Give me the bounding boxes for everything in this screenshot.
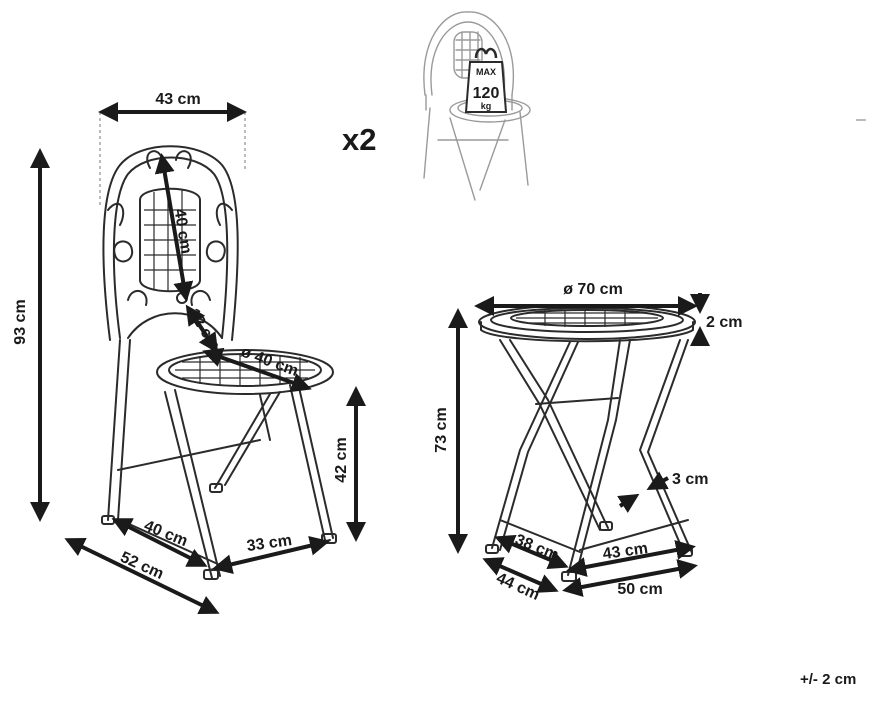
chair-thumbnail [423,11,531,201]
weight-value-label: 120 [473,85,500,102]
weight-max-label: MAX [476,67,496,77]
chair-footprint-arrow [64,538,220,614]
tolerance-label: +/- 2 cm [800,671,856,688]
table-footprint-width-label: 50 cm [617,581,662,598]
chair-back-arrow [154,153,194,302]
table-base-width-label: 43 cm [602,540,649,563]
chair-seat-to-back-arrow [185,304,219,354]
chair-dimensions: 43 cm 93 cm 40 cm 12 cm ø 40 cm 42 cm 40… [12,91,366,614]
weight-badge: MAX 120 kg [464,47,508,113]
chair-seat-diameter-arrow [202,347,312,393]
table-leg-thickness-label: 3 cm [672,471,708,488]
chair-back-label: 40 cm [171,208,195,255]
chair-leg-width-arrow [212,535,330,575]
chair-seat-height-label: 42 cm [333,437,350,482]
table-leg-thickness-arrow-2 [617,493,640,513]
quantity-label: x2 [342,122,376,157]
table-top-thickness-label: 2 cm [706,314,742,331]
table-dimensions: ø 70 cm 2 cm 73 cm 3 cm 38 cm 43 cm 44 c… [433,281,742,604]
table-height-label: 73 cm [433,407,450,452]
weight-unit-label: kg [481,101,492,111]
table-leg-thickness-arrow [646,471,669,490]
table-diameter-label: ø 70 cm [563,281,623,298]
table-base-depth-label: 38 cm [512,531,560,564]
chair-seat-to-back-label: 12 cm [185,306,223,353]
chair-width-label: 43 cm [155,91,200,108]
chair-height-label: 93 cm [12,299,29,344]
table-drawing [478,304,696,582]
table-footprint-depth-arrow [482,557,559,593]
table-footprint-width-arrow [562,559,698,597]
chair-leg-width-label: 33 cm [246,532,293,555]
